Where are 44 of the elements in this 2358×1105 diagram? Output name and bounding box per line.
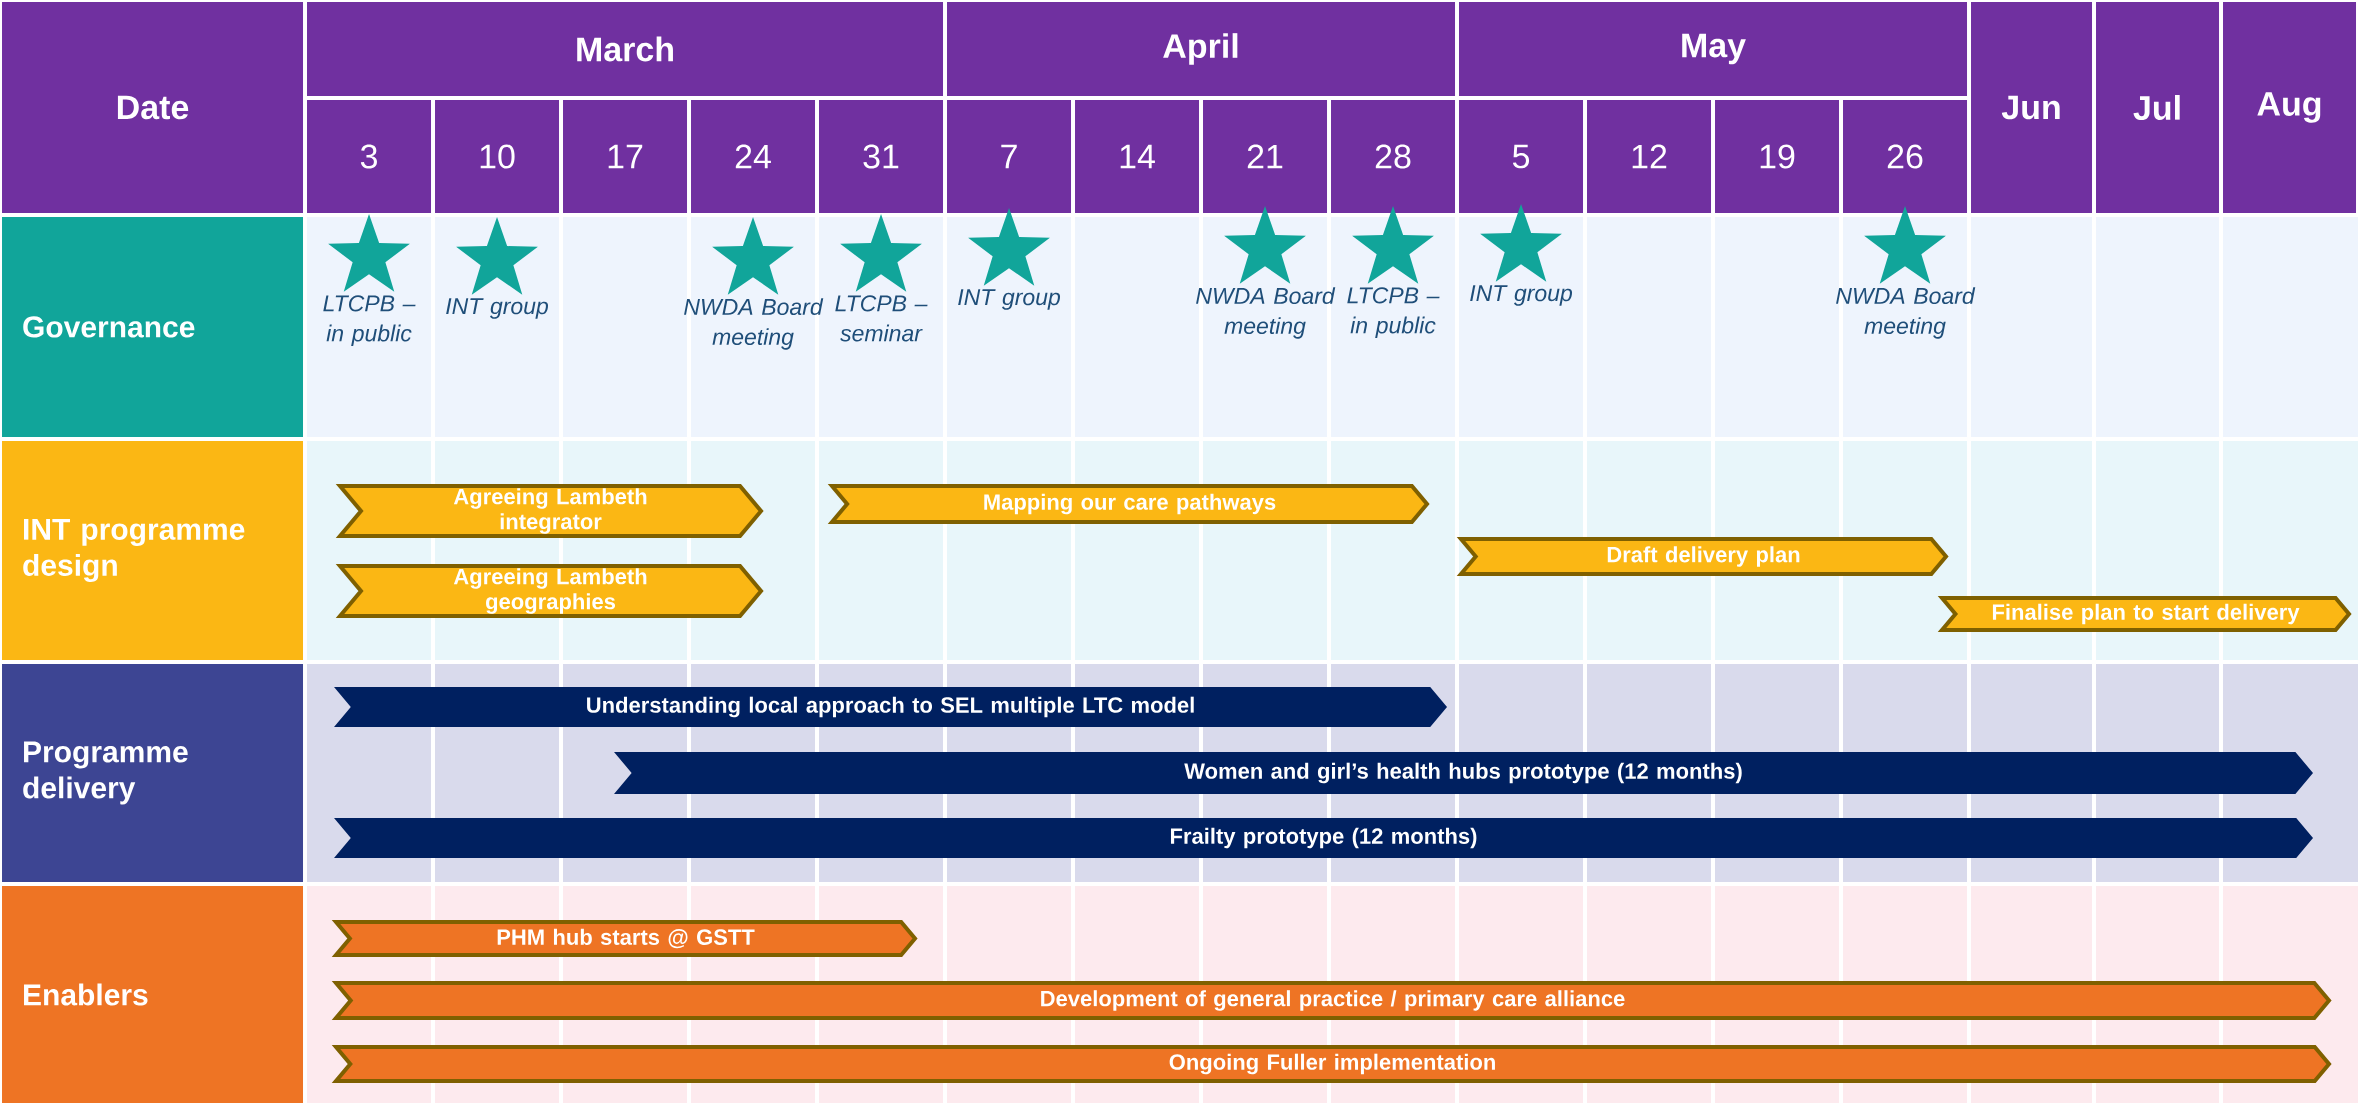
- chevron-bar: Understanding local approach to SEL multiple LTC model: [334, 687, 1447, 727]
- chevron-bar: Mapping our care pathways: [827, 484, 1430, 524]
- chevron-bar: Women and girl’s health hubs prototype (12 months): [614, 752, 2313, 794]
- chevron-bar: Finalise plan to start delivery: [1937, 596, 2352, 632]
- chevron-bar: PHM hub starts @ GSTT: [331, 920, 918, 957]
- star-caption: INT group: [1470, 285, 1573, 306]
- chevron-bar: Ongoing Fuller implementation: [331, 1045, 2332, 1083]
- star-caption: NWDA Board meeting: [684, 298, 824, 350]
- date-cell: 7: [947, 100, 1071, 213]
- date-cell: 24: [691, 100, 815, 213]
- date-cell: 21: [1203, 100, 1327, 213]
- row-header: Enablers: [2, 886, 303, 1103]
- row-header: Governance: [2, 217, 303, 437]
- month-cell: May: [1459, 2, 1967, 96]
- row-header: INT programme design: [2, 441, 303, 660]
- date-cell: 19: [1715, 100, 1839, 213]
- star-caption: LTCPB – in public: [1347, 287, 1440, 338]
- month-cell: Aug: [2223, 2, 2356, 213]
- chevron-bar: Development of general practice / primary care alliance: [331, 981, 2332, 1020]
- star-caption: INT group: [446, 298, 549, 319]
- month-cell: Jul: [2096, 2, 2219, 213]
- month-cell: Jun: [1971, 2, 2092, 213]
- star-caption: INT group: [958, 289, 1061, 310]
- date-cell: 26: [1843, 100, 1967, 213]
- date-cell: 17: [563, 100, 687, 213]
- header-cell: Date: [2, 2, 303, 213]
- star-caption: NWDA Board meeting: [1196, 287, 1336, 339]
- date-cell: 3: [307, 100, 431, 213]
- chevron-bar: Draft delivery plan: [1456, 537, 1949, 576]
- date-cell: 31: [819, 100, 943, 213]
- star-caption: LTCPB – seminar: [835, 295, 928, 342]
- month-cell: March: [307, 2, 943, 96]
- star-caption: NWDA Board meeting: [1836, 287, 1976, 339]
- date-cell: 14: [1075, 100, 1199, 213]
- date-cell: 28: [1331, 100, 1455, 213]
- chevron-bar: Frailty prototype (12 months): [334, 818, 2313, 858]
- date-cell: 12: [1587, 100, 1711, 213]
- chevron-bar: Agreeing Lambeth geographies: [335, 564, 764, 618]
- date-cell: 5: [1459, 100, 1583, 213]
- chevron-bar: Agreeing Lambeth integrator: [335, 484, 764, 538]
- date-cell: 10: [435, 100, 559, 213]
- star-caption: LTCPB – in public: [323, 295, 416, 347]
- month-cell: April: [947, 2, 1455, 96]
- row-header: Programme delivery: [2, 664, 303, 882]
